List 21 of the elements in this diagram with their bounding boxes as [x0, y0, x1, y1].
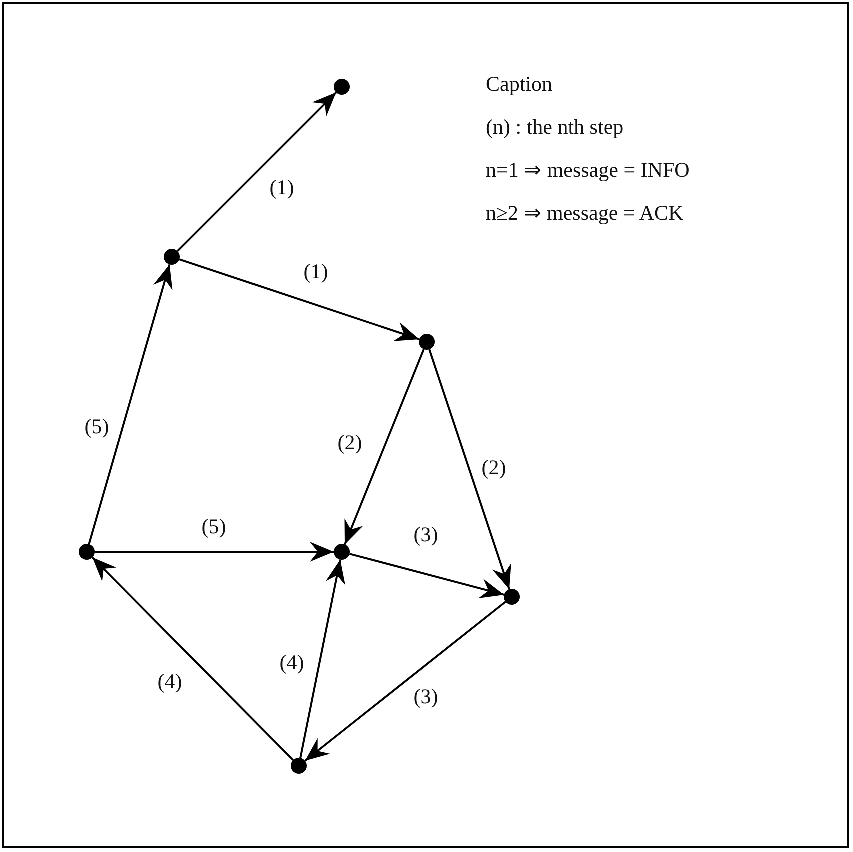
arrow [88, 264, 173, 545]
node-dot [164, 249, 180, 265]
arrow [92, 556, 294, 762]
caption-line: (n) : the nth step [486, 116, 624, 140]
caption-line: n≥2 ⇒ message = ACK [486, 202, 684, 226]
node-dot [419, 334, 435, 350]
arrow [304, 601, 506, 762]
caption-line: n=1 ⇒ message = INFO [486, 159, 690, 182]
arrow [179, 258, 420, 342]
arrow [300, 560, 346, 758]
arrow [95, 542, 334, 562]
arrow [176, 92, 338, 252]
node-dot [334, 79, 350, 95]
arrow [349, 553, 505, 598]
arrow [428, 349, 512, 590]
node-dot [504, 589, 520, 605]
node-dot [291, 758, 307, 774]
caption-heading: Caption [486, 73, 552, 96]
arrow [344, 349, 425, 545]
node-dot [334, 544, 350, 560]
node-dot [79, 544, 95, 560]
